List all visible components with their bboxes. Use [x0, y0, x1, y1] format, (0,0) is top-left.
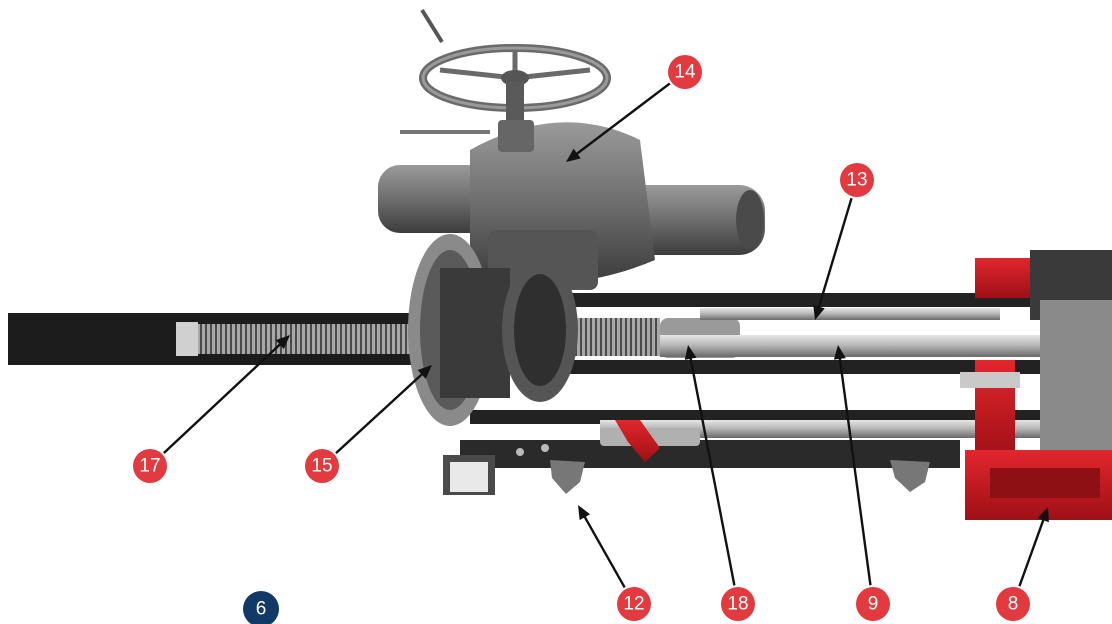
callout-17-label: 17	[139, 456, 160, 477]
arrow-15-line	[335, 372, 424, 455]
arrow-18-head	[684, 345, 697, 360]
callout-14: 14	[668, 55, 702, 89]
handwheel	[400, 8, 611, 134]
callouts: 14 13 17 15 12 18 9 8	[133, 55, 1030, 621]
callout-12-label: 12	[623, 594, 644, 615]
guide-tubes	[460, 293, 1105, 468]
arrow-17-head	[275, 335, 290, 349]
callout-18: 18	[721, 587, 755, 621]
left-tube	[8, 313, 660, 365]
callout-8: 8	[996, 587, 1030, 621]
machine-illustration	[8, 8, 1112, 520]
arrow-17-line	[163, 342, 283, 454]
arrow-13-head	[813, 304, 825, 320]
arrow-14-head	[566, 148, 581, 162]
callout-13-circle	[840, 163, 874, 197]
arrow-9-head	[833, 345, 846, 360]
page-number: 6	[256, 599, 267, 620]
callout-17: 17	[133, 449, 167, 483]
callout-14-label: 14	[674, 62, 696, 83]
callout-13-label: 13	[846, 170, 867, 191]
red-frame	[960, 250, 1112, 520]
arrow-9-line	[838, 356, 872, 586]
page-number-circle	[243, 591, 279, 624]
page-number-badge: 6	[243, 591, 279, 624]
arrow-12-line	[582, 514, 626, 589]
flange-disc	[408, 234, 578, 426]
callout-18-circle	[721, 587, 755, 621]
arrow-15-head	[417, 365, 432, 379]
lower-brackets	[443, 455, 930, 495]
callout-8-circle	[996, 587, 1030, 621]
leader-arrows	[163, 82, 1049, 589]
callout-12-circle	[617, 587, 651, 621]
callout-14-circle	[668, 55, 702, 89]
callout-18-label: 18	[727, 594, 748, 615]
callout-8-label: 8	[1008, 594, 1019, 615]
red-clamp	[615, 420, 660, 462]
callout-15-label: 15	[311, 456, 332, 477]
gearbox-housing	[378, 120, 765, 290]
arrow-8-head	[1037, 507, 1049, 523]
callout-9: 9	[856, 587, 890, 621]
arrow-18-line	[689, 356, 736, 586]
callout-17-circle	[133, 449, 167, 483]
arrow-8-line	[1018, 517, 1046, 587]
callout-13: 13	[840, 163, 874, 197]
callout-15: 15	[305, 449, 339, 483]
arrow-13-line	[817, 197, 853, 309]
arrow-12-head	[578, 505, 591, 521]
callout-9-circle	[856, 587, 890, 621]
arrow-14-line	[574, 82, 671, 156]
callout-15-circle	[305, 449, 339, 483]
callout-9-label: 9	[868, 594, 879, 615]
callout-12: 12	[617, 587, 651, 621]
